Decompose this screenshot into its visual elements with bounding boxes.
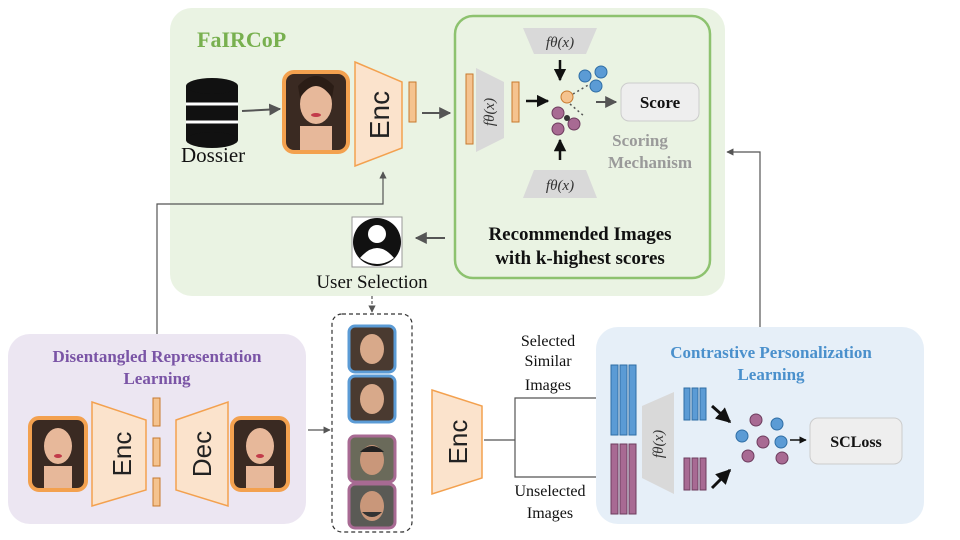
scoring-projection-label: fθ(x) bbox=[482, 98, 498, 126]
top-projection-head bbox=[523, 28, 597, 54]
disentangled-title-line2: Learning bbox=[123, 369, 191, 388]
top-projection-label: fθ(x) bbox=[546, 35, 574, 51]
middle-enc-label: Enc bbox=[443, 420, 473, 465]
scloss-box bbox=[809, 417, 903, 465]
middle-encoder bbox=[431, 388, 483, 496]
scoring-mechanism-line1: Scoring bbox=[612, 131, 668, 150]
projected-selected-bars bbox=[683, 387, 707, 421]
scoring-output-bar bbox=[511, 81, 520, 123]
latent-bar-2 bbox=[152, 437, 161, 467]
recommended-line1: Recommended Images bbox=[488, 224, 671, 245]
purple-point bbox=[551, 122, 565, 136]
scoring-projection-head bbox=[476, 68, 504, 152]
contrastive-projection-head bbox=[642, 392, 674, 494]
selected-face-1 bbox=[347, 324, 397, 374]
contrastive-title-line1: Contrastive Personalization bbox=[670, 343, 872, 362]
disentangled-decoder bbox=[175, 400, 229, 508]
fairecop-embedding-bar bbox=[408, 81, 417, 123]
latent-bar-1 bbox=[152, 397, 161, 427]
user-selection-label: User Selection bbox=[316, 272, 428, 293]
blue-point bbox=[578, 69, 592, 83]
fairecop-encoder bbox=[354, 60, 403, 168]
contrastive-title-line2: Learning bbox=[737, 365, 805, 384]
scoring-embedding-points bbox=[551, 65, 608, 136]
branch-selected bbox=[514, 394, 609, 440]
arrow-selected-to-space bbox=[711, 404, 732, 424]
arrow-dossier-to-photo bbox=[241, 103, 282, 116]
recommended-line2: with k-highest scores bbox=[495, 248, 665, 269]
scoring-input-bar bbox=[465, 73, 474, 145]
unselected-label-line2: Images bbox=[527, 505, 573, 522]
query-face-photo bbox=[282, 70, 350, 154]
reconstructed-face-photo bbox=[230, 416, 290, 492]
branch-unselected bbox=[514, 440, 609, 481]
selected-label-line2: Similar bbox=[524, 353, 572, 370]
disentangled-enc-label: Enc bbox=[107, 432, 137, 477]
selected-label-line1: Selected bbox=[521, 333, 575, 350]
purple-point bbox=[551, 106, 565, 120]
database-icon bbox=[186, 78, 238, 148]
contrastive-embedding-points bbox=[735, 413, 789, 465]
blue-point bbox=[594, 65, 608, 79]
disentangled-encoder bbox=[91, 400, 147, 508]
bottom-projection-label: fθ(x) bbox=[546, 178, 574, 194]
fairecop-enc-label: Enc bbox=[364, 91, 395, 139]
disentangled-title-line1: Disentangled Representation bbox=[53, 347, 262, 366]
user-icon bbox=[351, 216, 403, 268]
connector-contrastive-to-scoring bbox=[726, 148, 761, 327]
contrastive-projection-label: fθ(x) bbox=[651, 430, 667, 458]
selected-embedding-bars bbox=[610, 364, 637, 436]
arrow-unselected-to-space bbox=[710, 468, 732, 490]
unselected-face-1 bbox=[347, 434, 397, 484]
fairecop-title: FaIRCoP bbox=[197, 27, 286, 52]
score-label: Score bbox=[640, 93, 681, 112]
blue-point bbox=[589, 79, 603, 93]
scoring-mechanism-line2: Mechanism bbox=[608, 153, 692, 172]
selected-face-2 bbox=[347, 374, 397, 424]
dossier-label: Dossier bbox=[181, 143, 245, 167]
selected-label-line3: Images bbox=[525, 377, 571, 394]
bottom-projection-head bbox=[523, 170, 597, 198]
query-point bbox=[560, 90, 574, 104]
purple-point bbox=[567, 117, 581, 131]
connector-disentangled-to-encoder bbox=[156, 171, 387, 334]
unselected-label-line1: Unselected bbox=[514, 483, 585, 500]
scloss-label: SCLoss bbox=[830, 434, 882, 451]
unselected-embedding-bars bbox=[610, 443, 637, 515]
input-face-photo bbox=[28, 416, 88, 492]
contrastive-panel bbox=[596, 327, 924, 524]
disentangled-dec-label: Dec bbox=[187, 431, 217, 477]
score-box bbox=[620, 82, 700, 122]
projected-unselected-bars bbox=[683, 457, 707, 491]
unselected-face-2 bbox=[347, 482, 397, 530]
latent-bar-3 bbox=[152, 477, 161, 507]
